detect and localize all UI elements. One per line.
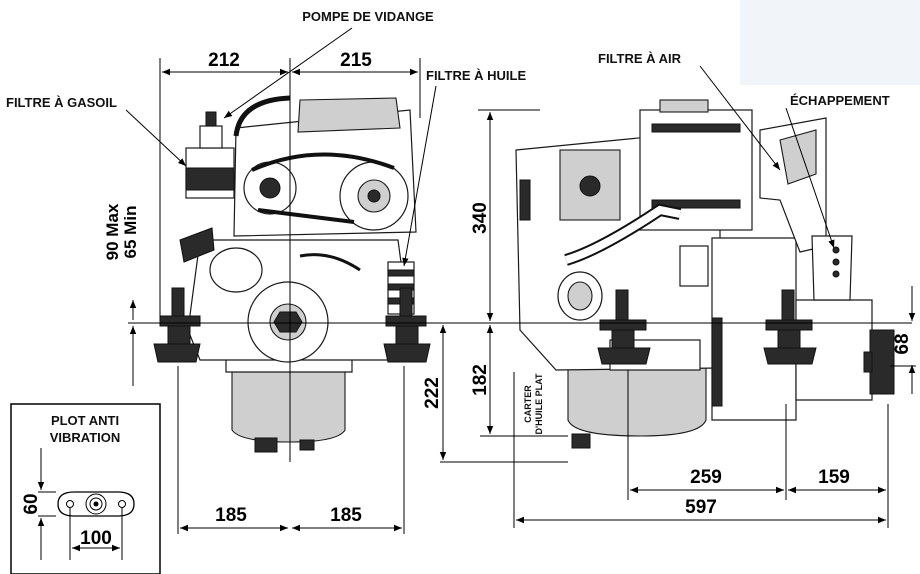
dim-front-215: 215 bbox=[340, 50, 372, 71]
callouts: POMPE DE VIDANGE FILTRE À GASOIL FILTRE … bbox=[6, 9, 890, 267]
front-mount-left bbox=[153, 287, 201, 363]
front-mount-right bbox=[383, 287, 431, 363]
dim-front-185-left: 185 bbox=[215, 505, 247, 526]
label-vibration: VIBRATION bbox=[50, 430, 121, 445]
dim-side-222: 222 bbox=[422, 377, 443, 409]
label-filtre-huile: FILTRE À HUILE bbox=[426, 68, 526, 83]
label-carter: CARTER bbox=[523, 385, 533, 423]
label-huile-plat: D'HUILE PLAT bbox=[534, 373, 544, 434]
background-smudge bbox=[740, 0, 920, 85]
dim-side-597: 597 bbox=[685, 497, 717, 518]
side-view-engine bbox=[515, 99, 895, 449]
dim-90-max: 90 Max bbox=[103, 203, 122, 260]
dim-mount-60: 60 bbox=[21, 493, 42, 514]
label-filtre-gasoil: FILTRE À GASOIL bbox=[6, 95, 117, 110]
dim-side-182: 182 bbox=[470, 364, 491, 396]
dim-front-212: 212 bbox=[208, 50, 240, 71]
front-view-engine bbox=[153, 95, 431, 453]
anti-vibration-detail: PLOT ANTI VIBRATION 60 100 bbox=[10, 403, 161, 574]
label-pompe-vidange: POMPE DE VIDANGE bbox=[302, 9, 434, 24]
dim-front-185-right: 185 bbox=[330, 505, 362, 526]
side-dimensions: 340 182 222 259 159 597 68 CARTER D'HUIL… bbox=[422, 109, 916, 528]
dim-side-159: 159 bbox=[818, 467, 850, 488]
label-filtre-air: FILTRE À AIR bbox=[598, 51, 682, 66]
side-mount-left bbox=[597, 289, 651, 365]
front-dimensions: 212 215 185 185 90 Max 65 Min bbox=[103, 50, 421, 534]
dim-side-259: 259 bbox=[690, 467, 722, 488]
dim-65-min: 65 Min bbox=[121, 206, 140, 259]
side-mount-right bbox=[763, 289, 817, 365]
label-plot-anti: PLOT ANTI bbox=[51, 413, 119, 428]
dim-side-68: 68 bbox=[892, 333, 913, 354]
dim-mount-100: 100 bbox=[80, 528, 112, 549]
dim-side-340: 340 bbox=[470, 202, 491, 234]
label-echappement: ÉCHAPPEMENT bbox=[790, 93, 890, 108]
detail-frame bbox=[10, 403, 161, 574]
